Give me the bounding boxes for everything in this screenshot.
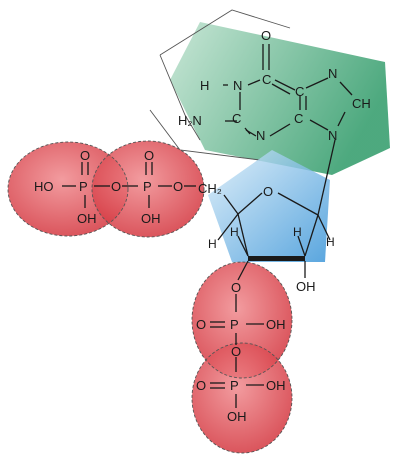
atom-p3-p: P (230, 317, 239, 332)
atom-p4-oh-right: OH (266, 378, 286, 393)
bond-lines (62, 44, 353, 408)
atom-p2-p: P (143, 179, 152, 194)
atom-labels: O H N C C N CH C C N N H₂N O HO P O OH O… (34, 28, 371, 424)
atom-n7: N (328, 66, 337, 81)
atom-c5: C (295, 84, 304, 99)
atom-p3-oh: OH (266, 317, 286, 332)
atom-p3-o-dbl: O (196, 317, 206, 332)
atom-p1-o-bridge: O (111, 179, 121, 194)
atom-n-h: H (200, 78, 209, 93)
atom-c8: CH (352, 96, 371, 111)
atom-oh-2prime: OH (296, 279, 316, 294)
atom-h-c3: H (230, 225, 239, 239)
atom-p2-oh: OH (141, 211, 161, 226)
atom-p4-o-dbl: O (196, 378, 206, 393)
atom-h-c2: H (293, 225, 302, 239)
atom-p4-oh-bottom: OH (227, 409, 247, 424)
atom-h-c1: H (326, 235, 335, 249)
atom-n3: N (256, 128, 265, 143)
atom-p2-o-top: O (144, 148, 154, 163)
ribose-sugar-region (208, 150, 330, 262)
atom-n1: N (233, 78, 242, 93)
atom-o-3prime: O (231, 280, 241, 295)
phosphate-3-region (192, 262, 292, 378)
atom-p1-ho: HO (34, 179, 54, 194)
atom-c2: C (232, 111, 241, 126)
phosphate-regions (7, 140, 293, 454)
atom-p4-p: P (230, 378, 239, 393)
atom-p3-o-bridge: O (231, 344, 241, 359)
atom-p2-o-bridge: O (173, 179, 183, 194)
atom-p1-p: P (79, 179, 88, 194)
atom-h-c4: H (208, 237, 217, 251)
atom-c6: C (262, 72, 271, 87)
phosphate-1-region (8, 142, 128, 236)
atom-o-carbonyl: O (261, 28, 271, 43)
atom-c4: C (294, 111, 303, 126)
atom-n9: N (328, 128, 337, 143)
atom-ch2: CH₂ (198, 181, 222, 196)
atom-ring-o: O (263, 184, 273, 199)
atom-p1-o-top: O (80, 148, 90, 163)
phosphate-4-region (192, 343, 292, 453)
atom-nh2: H₂N (178, 113, 202, 128)
atom-p1-oh: OH (77, 211, 97, 226)
